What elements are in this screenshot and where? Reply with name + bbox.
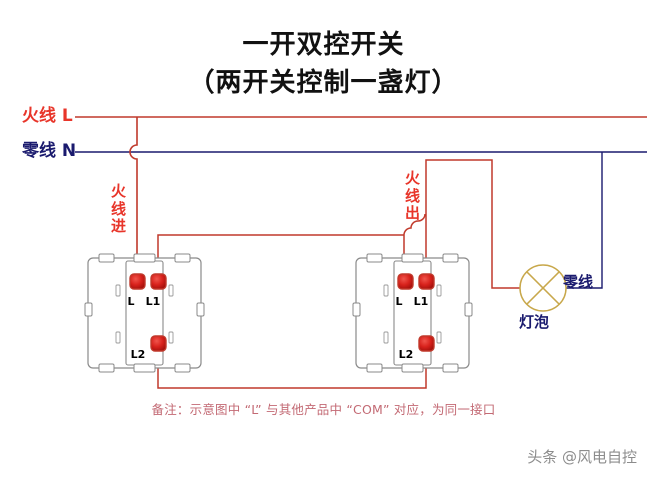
live-feed-wire: [129, 117, 138, 276]
terminal-right-L[interactable]: [397, 273, 414, 290]
lamp-neutral-wire: [566, 152, 603, 289]
watermark: 头条 @风电自控: [527, 448, 637, 466]
terminal-right-L1[interactable]: [418, 273, 435, 290]
label-live-wire: 火线 L: [22, 106, 73, 126]
switch-left[interactable]: [84, 253, 205, 373]
label-neutral-right: 零线: [563, 273, 594, 291]
terminal-label-right-L: L: [395, 295, 402, 308]
lamp-symbol: [519, 264, 567, 312]
footnote-text: 备注：示意图中 “L” 与其他产品中 “COM” 对应，为同一接口: [151, 402, 496, 417]
label-live-out: 火线出: [404, 169, 420, 223]
terminal-left-L[interactable]: [129, 273, 146, 290]
label-neutral-wire: 零线 N: [22, 141, 77, 161]
terminal-label-right-L2: L2: [399, 348, 414, 361]
terminal-label-left-L1: L1: [146, 295, 161, 308]
terminal-left-L2[interactable]: [150, 335, 167, 352]
switch-right[interactable]: [352, 253, 473, 373]
terminal-label-right-L1: L1: [414, 295, 429, 308]
lamp-live-wire: [425, 159, 520, 289]
terminal-label-left-L: L: [127, 295, 134, 308]
terminal-right-L2[interactable]: [418, 335, 435, 352]
terminal-label-left-L2: L2: [131, 348, 146, 361]
terminal-left-L1[interactable]: [150, 273, 167, 290]
wire-hop-right: [403, 213, 426, 236]
label-live-in: 火线进: [110, 182, 126, 236]
label-lamp: 灯泡: [519, 313, 550, 331]
page-title-line1: 一开双控开关: [242, 30, 405, 60]
page-title-line2: （两开关控制一盏灯）: [188, 68, 459, 98]
